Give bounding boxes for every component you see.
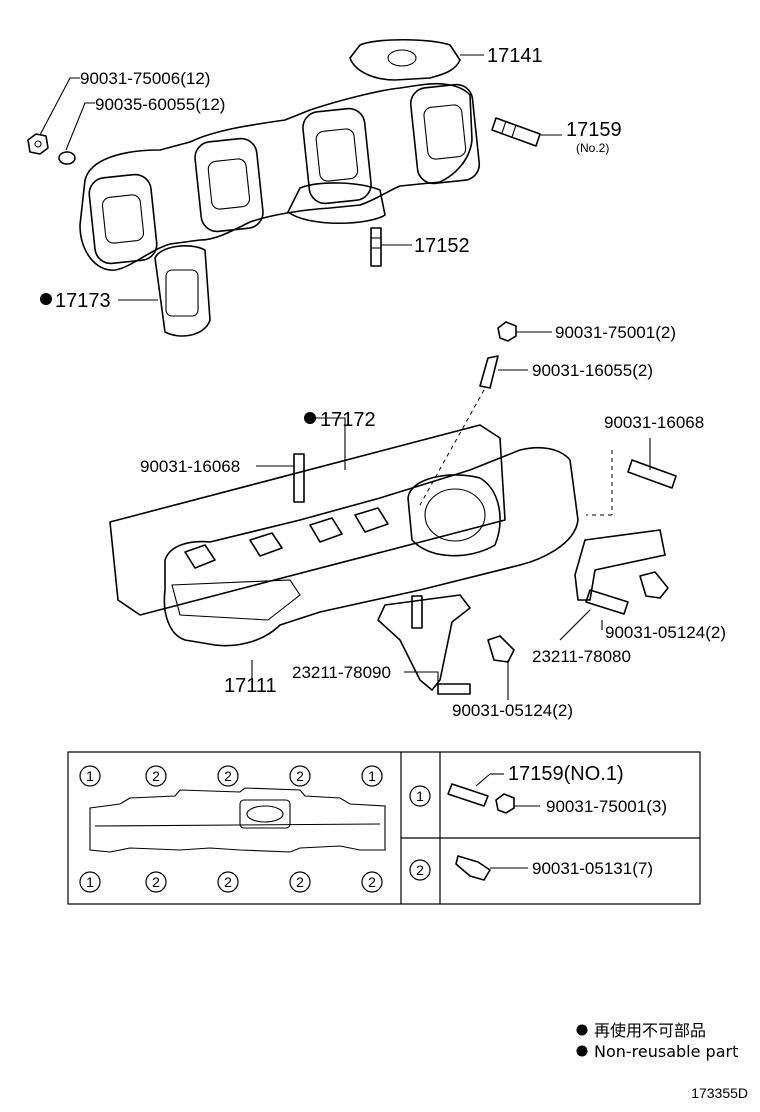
table-bottom-markers: 1 2 2 2 2 (79, 871, 383, 893)
label-17141: 17141 (487, 45, 543, 67)
label-17152: 17152 (414, 235, 470, 257)
label-90031-75006: 90031-75006(12) (80, 69, 210, 88)
label-17173: 17173 (55, 290, 111, 312)
label-90031-16068-left: 90031-16068 (140, 457, 240, 476)
label-90031-75001-table: 90031-75001(3) (546, 797, 667, 816)
label-90031-05131: 90031-05131(7) (532, 859, 653, 878)
bottom-marker-3: 2 (224, 874, 232, 890)
label-90031-75001: 90031-75001(2) (555, 323, 676, 342)
bottom-marker-4: 2 (296, 874, 304, 890)
stud-17152 (370, 227, 382, 267)
label-17159: 17159 (566, 119, 622, 141)
legend-line-2: Non-reusable part (594, 1042, 738, 1061)
legend-dot-2 (576, 1045, 588, 1057)
stud-23211-78080 (585, 589, 629, 615)
top-marker-4: 2 (296, 768, 304, 784)
table-top-markers: 1 2 2 2 1 (79, 765, 383, 787)
row-marker-1: 1 (416, 788, 424, 804)
label-23211-78080: 23211-78080 (532, 647, 631, 666)
legend: 再使用不可部品 Non-reusable part (576, 1021, 738, 1061)
top-marker-3: 2 (224, 768, 232, 784)
stud-bracket-top (411, 595, 423, 629)
intake-manifold (109, 424, 666, 647)
nut-90031-75001-table (495, 793, 515, 814)
label-17111: 17111 (224, 675, 277, 697)
bracket-23211-78090 (377, 594, 471, 691)
bottom-marker-2: 2 (152, 874, 160, 890)
label-23211-78090: 23211-78090 (292, 663, 391, 682)
label-17159-no1: 17159(NO.1) (508, 763, 624, 785)
label-90031-16068-right: 90031-16068 (604, 413, 704, 432)
stud-17159-no2 (491, 117, 541, 147)
legend-dot-1 (576, 1024, 588, 1036)
stud-90031-16068-left (293, 453, 305, 503)
leader-lines (39, 54, 651, 700)
stud-90031-16068-right (627, 459, 677, 489)
bolt-90031-05131 (455, 855, 491, 881)
label-90035-60055: 90035-60055(12) (95, 95, 225, 114)
exhaust-manifold (79, 38, 481, 271)
non-reusable-dot-17172 (304, 412, 316, 424)
exhaust-gasket (154, 245, 211, 337)
non-reusable-dot-17173 (40, 293, 52, 305)
washer-90035-60055 (58, 151, 76, 165)
row-marker-2: 2 (416, 862, 424, 878)
diagram-code: 173355D (691, 1085, 748, 1101)
nut-90031-75001 (497, 321, 517, 342)
nut-90031-75006 (27, 133, 49, 155)
label-90031-05124-right: 90031-05124(2) (605, 623, 726, 642)
stud-near-bracket (437, 683, 471, 695)
stud-17159-no1 (447, 783, 489, 807)
bolt-90031-05124-right (639, 571, 669, 599)
bottom-marker-1: 1 (86, 874, 94, 890)
label-90031-05124-bottom: 90031-05124(2) (452, 701, 573, 720)
bolt-pattern-table: 1 2 2 2 1 1 2 2 2 2 1 2 (67, 751, 701, 905)
top-marker-1: 1 (86, 768, 94, 784)
legend-line-1: 再使用不可部品 (594, 1021, 706, 1040)
top-marker-5: 1 (368, 768, 376, 784)
bolt-90031-05124-bottom (487, 635, 515, 663)
label-17172: 17172 (320, 409, 376, 431)
label-90031-16055: 90031-16055(2) (532, 361, 653, 380)
bottom-marker-5: 2 (368, 874, 376, 890)
label-17159-sub: (No.2) (576, 141, 609, 155)
stud-90031-16055 (479, 355, 499, 389)
top-marker-2: 2 (152, 768, 160, 784)
